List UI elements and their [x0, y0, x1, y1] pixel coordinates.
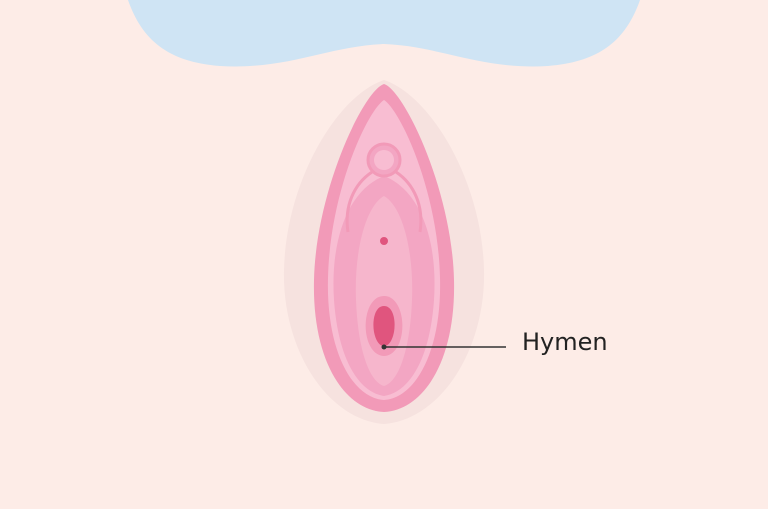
- garment-shape: [128, 0, 640, 67]
- clitoris-glans: [374, 150, 394, 170]
- hymen: [373, 306, 395, 346]
- hymen-label: Hymen: [522, 328, 608, 356]
- urethral-opening: [380, 237, 388, 245]
- hood-fold-left: [345, 170, 373, 233]
- hood-fold-right: [395, 170, 423, 233]
- leader-dot: [381, 344, 387, 350]
